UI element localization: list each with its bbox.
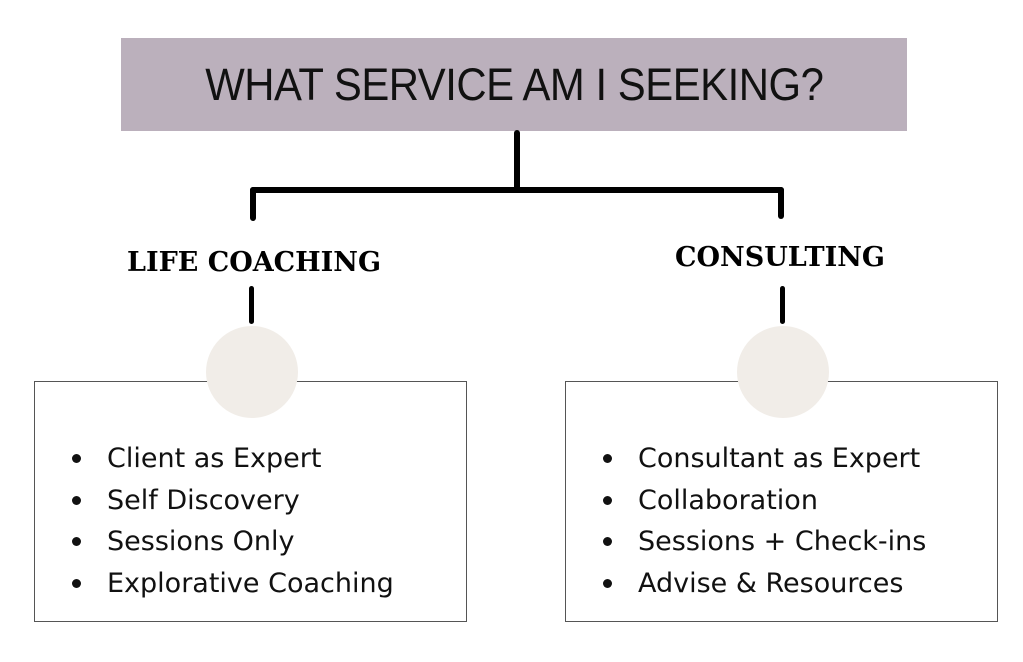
bullet-icon [603,495,612,505]
bullet-icon [72,578,81,588]
consulting-card: Consultant as Expert Collaboration Sessi… [565,381,998,622]
list-item: Explorative Coaching [65,563,394,605]
bullet-icon [603,454,612,464]
right-drop-connector [778,187,784,219]
list-item: Sessions Only [65,521,394,563]
list-item: Collaboration [596,480,926,522]
right-stem-connector [780,286,785,324]
left-stem-connector [249,286,254,324]
list-item: Consultant as Expert [596,438,926,480]
list-item: Sessions + Check-ins [596,521,926,563]
left-drop-connector [250,187,256,221]
right-branch-circle [737,326,829,418]
diagram-title: WHAT SERVICE AM I SEEKING? [204,58,824,110]
branch-label-consulting: CONSULTING [675,242,885,273]
title-box: WHAT SERVICE AM I SEEKING? [121,38,907,131]
bullet-icon [603,578,612,588]
consulting-list: Consultant as Expert Collaboration Sessi… [596,438,926,604]
list-item: Client as Expert [65,438,394,480]
left-branch-circle [206,326,298,418]
life-coaching-list: Client as Expert Self Discovery Sessions… [65,438,394,604]
bullet-icon [72,495,81,505]
life-coaching-card: Client as Expert Self Discovery Sessions… [34,381,467,622]
horizontal-connector [250,187,784,193]
bullet-icon [603,537,612,547]
branch-label-life-coaching: LIFE COACHING [126,247,382,278]
bullet-icon [72,537,81,547]
list-item: Advise & Resources [596,563,926,605]
list-item: Self Discovery [65,480,394,522]
bullet-icon [72,454,81,464]
trunk-connector [514,130,520,193]
